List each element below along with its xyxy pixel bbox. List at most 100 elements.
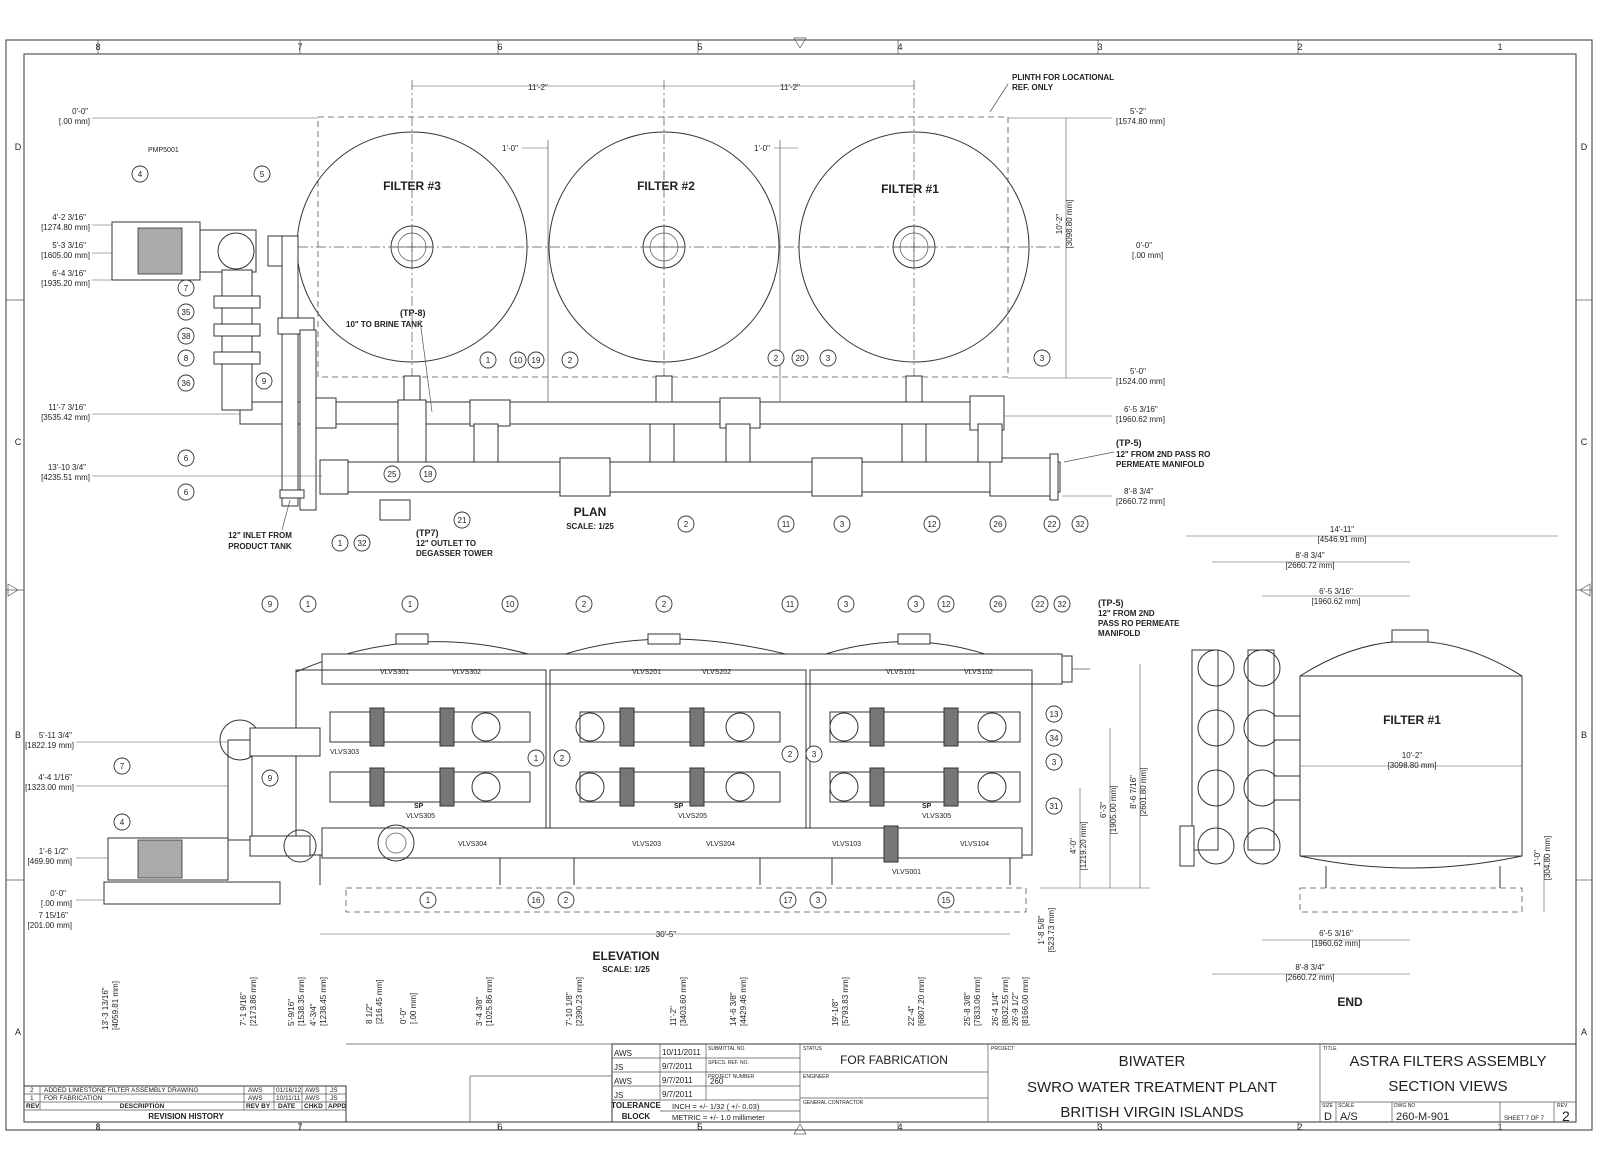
- svg-text:6: 6: [184, 454, 189, 463]
- svg-text:7'-1 9/16": 7'-1 9/16": [239, 992, 248, 1026]
- svg-text:5'-11 3/4": 5'-11 3/4": [39, 731, 72, 740]
- svg-text:SP: SP: [922, 803, 932, 810]
- plan-left-dims: 0'-0"[.00 mm] 4'-2 3/16"[1274.80 mm] 5'-…: [41, 107, 90, 482]
- svg-text:1: 1: [486, 356, 491, 365]
- plan-balloons: 4 5 7 35 38 8 36 9 6 6 1 32 25 18 21 1 1…: [131, 165, 1089, 552]
- elevation-view: VLVS301 VLVS302 VLVS303 VLVS305 VLVS304 …: [25, 595, 1180, 1030]
- tp7-tag: (TP7): [416, 528, 439, 538]
- end-view-diameter-mm: [3098.80 mm]: [1388, 761, 1437, 770]
- svg-text:36: 36: [182, 379, 191, 388]
- svg-text:2: 2: [568, 356, 573, 365]
- svg-text:AWS: AWS: [305, 1095, 320, 1102]
- svg-text:3: 3: [1097, 42, 1102, 52]
- svg-text:4: 4: [897, 1122, 902, 1132]
- svg-text:C: C: [15, 437, 22, 447]
- dwg-label: DWG NO: [1394, 1103, 1415, 1109]
- svg-text:0'-0": 0'-0": [399, 1008, 408, 1024]
- scale-value: A/S: [1340, 1111, 1358, 1123]
- elev-tp5-tag: (TP-5): [1098, 598, 1124, 608]
- svg-text:32: 32: [1076, 520, 1085, 529]
- metric-tolerance: METRIC = +/- 1.0 millimeter: [672, 1113, 765, 1122]
- svg-text:2: 2: [774, 354, 779, 363]
- svg-text:38: 38: [182, 332, 191, 341]
- svg-text:JS: JS: [614, 1063, 623, 1072]
- svg-text:5: 5: [697, 1122, 702, 1132]
- svg-text:6: 6: [184, 488, 189, 497]
- svg-text:SP: SP: [414, 803, 424, 810]
- plan-tp5-line2: PERMEATE MANIFOLD: [1116, 460, 1205, 469]
- title-label: TITLE: [1323, 1046, 1337, 1052]
- svg-text:9/7/2011: 9/7/2011: [662, 1062, 693, 1071]
- svg-text:VLVS203: VLVS203: [632, 841, 661, 848]
- svg-text:REV: REV: [26, 1103, 40, 1110]
- svg-text:25'-8 3/8": 25'-8 3/8": [963, 992, 972, 1026]
- dim-offset-2: 1'-0": [754, 144, 770, 153]
- svg-text:26: 26: [994, 600, 1003, 609]
- svg-text:[5793.83 mm]: [5793.83 mm]: [841, 977, 850, 1026]
- revision-row-2: 2 ADDED LIMESTONE FILTER ASSEMBLY DRAWIN…: [30, 1087, 338, 1094]
- svg-text:[.00 mm]: [.00 mm]: [409, 993, 418, 1024]
- elev-valves: [369, 707, 1007, 863]
- end-view-diameter: 10'-2": [1402, 751, 1423, 760]
- svg-text:5: 5: [697, 42, 702, 52]
- svg-text:3: 3: [1097, 1122, 1102, 1132]
- svg-text:2: 2: [788, 750, 793, 759]
- svg-text:AWS: AWS: [248, 1095, 263, 1102]
- svg-text:21: 21: [458, 516, 467, 525]
- plan-vert-dim-mm: [3098.80 mm]: [1065, 200, 1074, 249]
- dim-spacing-2: 11'-2": [780, 83, 800, 92]
- svg-text:VLVS305: VLVS305: [922, 813, 951, 820]
- svg-text:SP: SP: [674, 803, 684, 810]
- svg-text:7: 7: [297, 42, 302, 52]
- svg-text:8: 8: [95, 1122, 100, 1132]
- svg-text:3: 3: [1052, 758, 1057, 767]
- tolerance-block-label: BLOCK: [622, 1112, 651, 1121]
- title-block: AWS JS AWS JS 10/11/2011 9/7/2011 9/7/20…: [346, 1043, 1577, 1124]
- plinth-note-line2: REF. ONLY: [1012, 83, 1054, 92]
- svg-text:8'-8 3/4": 8'-8 3/4": [1124, 487, 1153, 496]
- svg-text:VLVS304: VLVS304: [458, 841, 487, 848]
- svg-text:[3535.42 mm]: [3535.42 mm]: [41, 413, 90, 422]
- svg-text:D: D: [15, 142, 22, 152]
- plan-title: PLAN: [574, 505, 607, 519]
- svg-text:[2390.23 mm]: [2390.23 mm]: [575, 977, 584, 1026]
- svg-text:VLVS204: VLVS204: [706, 841, 735, 848]
- svg-text:3: 3: [844, 600, 849, 609]
- svg-text:D: D: [1581, 142, 1588, 152]
- svg-text:7: 7: [184, 284, 189, 293]
- svg-text:VLVS201: VLVS201: [632, 669, 661, 676]
- svg-text:12: 12: [928, 520, 937, 529]
- svg-text:[1605.00 mm]: [1605.00 mm]: [41, 251, 90, 260]
- svg-text:[4235.51 mm]: [4235.51 mm]: [41, 473, 90, 482]
- svg-text:2: 2: [560, 754, 565, 763]
- svg-text:1: 1: [306, 600, 311, 609]
- elev-bottom-dims: 13'-3 13/16" [4059.81 mm] 7'-1 9/16" [21…: [101, 977, 1030, 1030]
- elev-left-dims: 5'-11 3/4"[1822.19 mm] 4'-4 1/16"[1323.0…: [25, 731, 74, 930]
- svg-text:10: 10: [506, 600, 515, 609]
- svg-text:4: 4: [138, 170, 143, 179]
- svg-text:6'-5 3/16": 6'-5 3/16": [1319, 929, 1353, 938]
- svg-text:3: 3: [840, 520, 845, 529]
- svg-text:VLVS101: VLVS101: [886, 669, 915, 676]
- svg-text:6'-5 3/16": 6'-5 3/16": [1124, 405, 1158, 414]
- svg-text:REV BY: REV BY: [246, 1103, 271, 1110]
- project-line1: BIWATER: [1119, 1053, 1186, 1070]
- svg-text:9: 9: [268, 600, 273, 609]
- title-block-signers: AWS JS AWS JS: [614, 1049, 632, 1100]
- svg-text:6: 6: [497, 42, 502, 52]
- svg-text:[4429.46 mm]: [4429.46 mm]: [739, 977, 748, 1026]
- svg-text:0'-0": 0'-0": [50, 889, 66, 898]
- svg-text:4: 4: [120, 818, 125, 827]
- svg-text:8'-6 7/16": 8'-6 7/16": [1129, 775, 1138, 809]
- dim-spacing-1: 11'-2": [528, 83, 548, 92]
- plan-tp5-line1: 12" FROM 2ND PASS RO: [1116, 450, 1210, 459]
- project-line3: BRITISH VIRGIN ISLANDS: [1060, 1104, 1243, 1121]
- svg-text:[1238.45 mm]: [1238.45 mm]: [319, 977, 328, 1026]
- elev-filter-1: [809, 669, 1033, 856]
- svg-text:VLVS104: VLVS104: [960, 841, 989, 848]
- svg-text:26: 26: [994, 520, 1003, 529]
- svg-text:[1822.19 mm]: [1822.19 mm]: [25, 741, 74, 750]
- engineer-label: ENGINEER: [803, 1074, 830, 1080]
- svg-text:1: 1: [30, 1095, 34, 1102]
